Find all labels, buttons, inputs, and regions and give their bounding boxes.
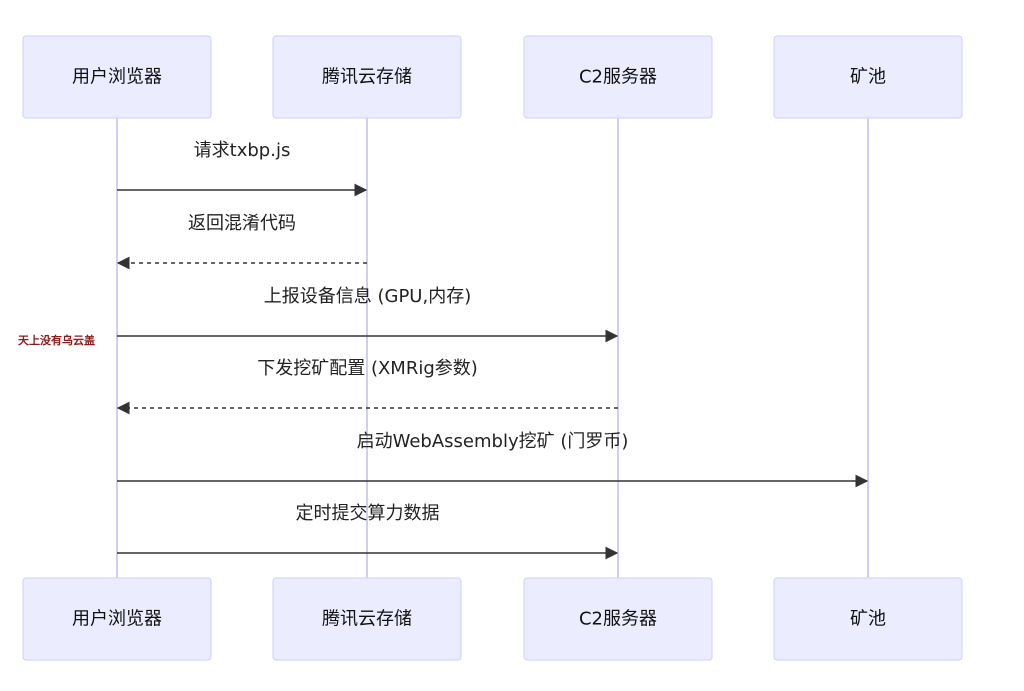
actor-tencent-top: 腾讯云存储 <box>272 35 462 119</box>
watermark-text: 天上没有乌云盖 <box>18 334 95 347</box>
message-1: 请求txbp.js <box>117 140 368 197</box>
actor-browser-bottom: 用户浏览器 <box>22 577 212 661</box>
actor-label: 腾讯云存储 <box>322 609 412 630</box>
actor-label: C2服务器 <box>579 609 657 630</box>
actor-box <box>22 577 212 661</box>
actor-box <box>773 35 963 119</box>
actor-box <box>22 35 212 119</box>
actor-pool-top: 矿池 <box>773 35 963 119</box>
message-4: 下发挖矿配置 (XMRig参数) <box>116 358 618 415</box>
actor-label: 腾讯云存储 <box>322 67 412 88</box>
message-3: 上报设备信息 (GPU,内存) <box>117 286 619 343</box>
message-label: 请求txbp.js <box>194 140 291 161</box>
actor-tencent-bottom: 腾讯云存储 <box>272 577 462 661</box>
actor-box <box>272 577 462 661</box>
actor-label: 矿池 <box>850 609 886 630</box>
actor-box <box>523 35 713 119</box>
actor-browser-top: 用户浏览器 <box>22 35 212 119</box>
actor-label: 用户浏览器 <box>72 609 162 630</box>
actor-label: 矿池 <box>850 67 886 88</box>
message-5: 启动WebAssembly挖矿 (门罗币) <box>117 431 869 488</box>
message-label: 定时提交算力数据 <box>296 503 440 524</box>
actor-label: C2服务器 <box>579 67 657 88</box>
message-label: 上报设备信息 (GPU,内存) <box>264 286 471 307</box>
message-6: 定时提交算力数据 <box>117 503 619 560</box>
message-label: 返回混淆代码 <box>188 213 296 234</box>
message-label: 下发挖矿配置 (XMRig参数) <box>257 358 478 379</box>
actor-box <box>272 35 462 119</box>
message-2: 返回混淆代码 <box>116 213 367 270</box>
actor-box <box>773 577 963 661</box>
actor-c2-bottom: C2服务器 <box>523 577 713 661</box>
actor-label: 用户浏览器 <box>72 67 162 88</box>
actor-box <box>523 577 713 661</box>
actor-pool-bottom: 矿池 <box>773 577 963 661</box>
actor-c2-top: C2服务器 <box>523 35 713 119</box>
message-label: 启动WebAssembly挖矿 (门罗币) <box>357 431 629 452</box>
